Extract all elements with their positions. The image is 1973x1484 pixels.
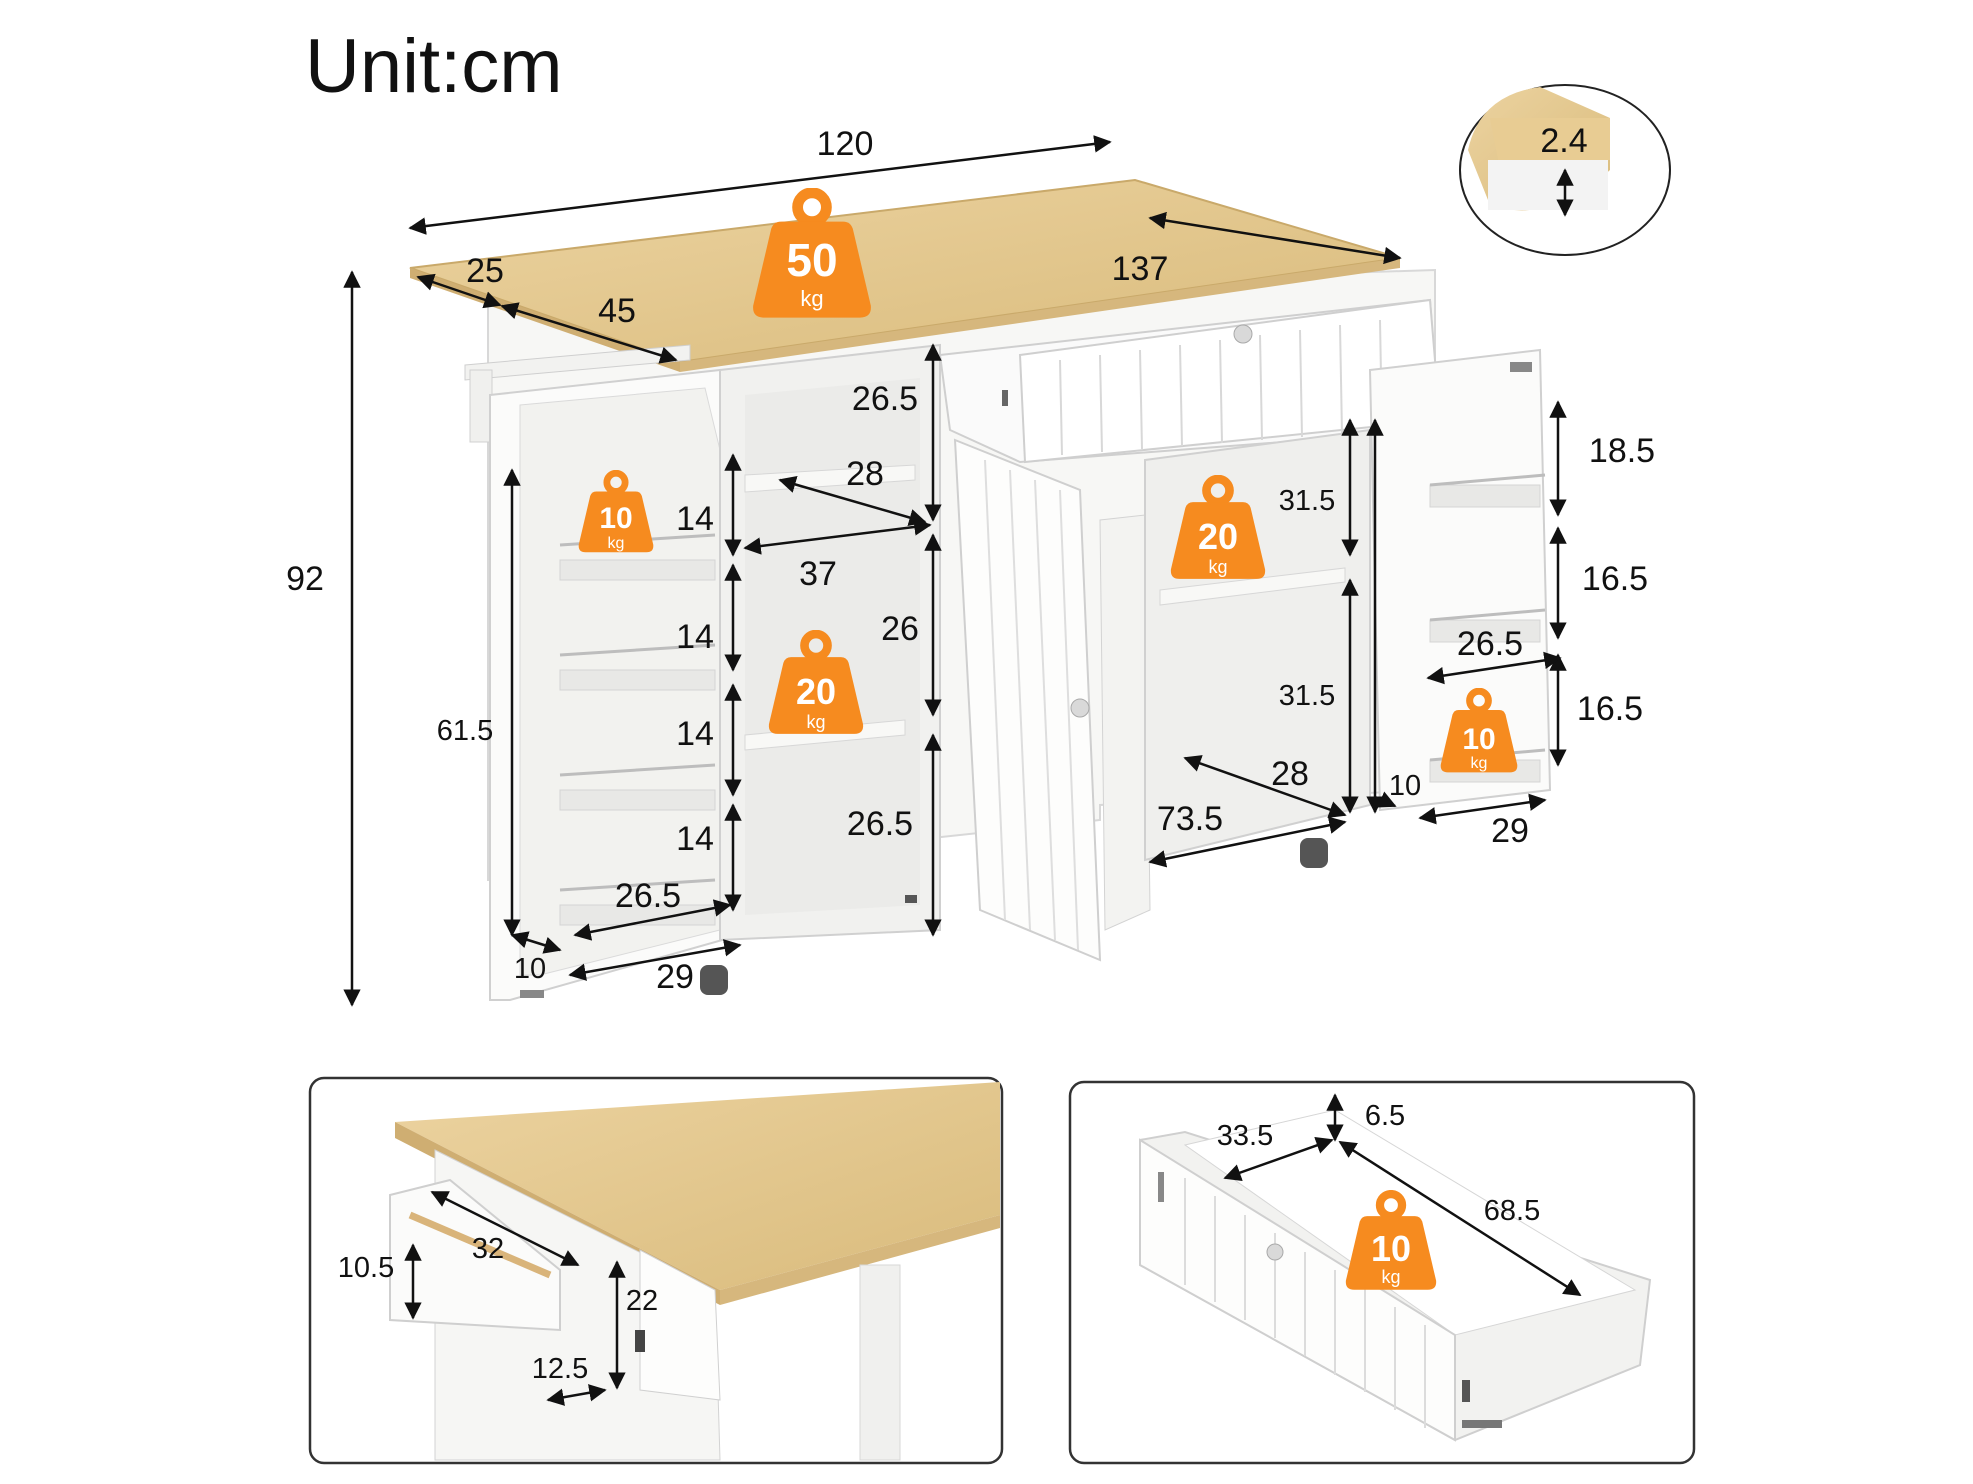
dim-right-rack-small: 10 [1389,770,1421,802]
dim-left-gap-1: 14 [676,500,714,538]
dim-towel-side-height: 22 [626,1285,658,1317]
dim-right-lower-gap: 31.5 [1279,680,1335,712]
dim-center-mid-gap: 26 [881,610,919,648]
dimension-lines [343,135,1574,1007]
dim-left-rack-small: 10 [514,953,546,985]
svg-text:20: 20 [1198,516,1238,557]
drawer-dimension-lines [1223,1093,1582,1297]
dim-towel-height: 10.5 [338,1252,394,1284]
dim-overall-height: 92 [286,560,324,598]
dim-right-cabinet-depth: 28 [1271,755,1309,793]
dim-center-shelf-width: 37 [799,555,837,593]
dim-left-gap-4: 14 [676,820,714,858]
dim-right-rack-gap-2: 16.5 [1582,560,1648,598]
weight-badge-center: 20 kg [769,634,863,734]
dim-drop-leaf: 25 [466,252,504,290]
svg-text:kg: kg [806,712,825,732]
dim-center-shelf-depth: 28 [846,455,884,493]
dim-center-bottom-gap: 26.5 [847,805,913,843]
svg-text:kg: kg [1471,755,1488,772]
dim-towel-bar-length: 32 [472,1233,504,1265]
dim-top-thickness: 2.4 [1540,122,1587,160]
dim-towel-side-depth: 12.5 [532,1353,588,1385]
dim-right-upper-gap: 31.5 [1279,485,1335,517]
svg-text:10: 10 [599,502,632,535]
svg-text:50: 50 [786,234,837,286]
weight-badge-top: 50 kg [753,193,871,318]
weight-badge-left-rack: 10 kg [579,473,654,552]
svg-text:kg: kg [800,286,823,311]
dim-drawer-height: 6.5 [1365,1100,1405,1132]
svg-text:20: 20 [796,671,836,712]
dim-left-gap-3: 14 [676,715,714,753]
weight-badge-right-cabinet: 20 kg [1171,479,1265,579]
dim-drawer-width: 33.5 [1217,1120,1273,1152]
svg-text:kg: kg [1381,1267,1400,1287]
dim-left-rack-width: 26.5 [615,877,681,915]
dim-center-top-gap: 26.5 [852,380,918,418]
dim-left-rack-depth: 29 [656,958,694,996]
dim-extended-length: 137 [1112,250,1169,288]
towel-bar-detail-panel [308,1076,1004,1465]
svg-text:10: 10 [1462,723,1495,756]
dim-depth: 45 [598,292,636,330]
svg-text:kg: kg [608,535,625,552]
dim-overall-width: 120 [817,125,874,163]
dim-right-cabinet-width: 73.5 [1157,800,1223,838]
dim-left-gap-2: 14 [676,618,714,656]
svg-text:kg: kg [1208,557,1227,577]
dim-right-rack-gap-1: 18.5 [1589,432,1655,470]
unit-title: Unit:cm [305,24,563,109]
dim-right-rack-depth: 29 [1491,812,1529,850]
svg-text:10: 10 [1371,1228,1411,1269]
towel-bar-dimension-lines [404,1190,626,1406]
kitchen-island-illustration [409,178,1552,1001]
weight-badge-right-rack: 10 kg [1441,691,1518,772]
dim-right-rack-gap-3: 16.5 [1577,690,1643,728]
dim-drawer-length: 68.5 [1484,1195,1540,1227]
weight-badge-drawer: 10 kg [1346,1194,1436,1290]
dim-right-rack-width: 26.5 [1457,625,1523,663]
dim-left-rack-height: 61.5 [437,715,493,747]
